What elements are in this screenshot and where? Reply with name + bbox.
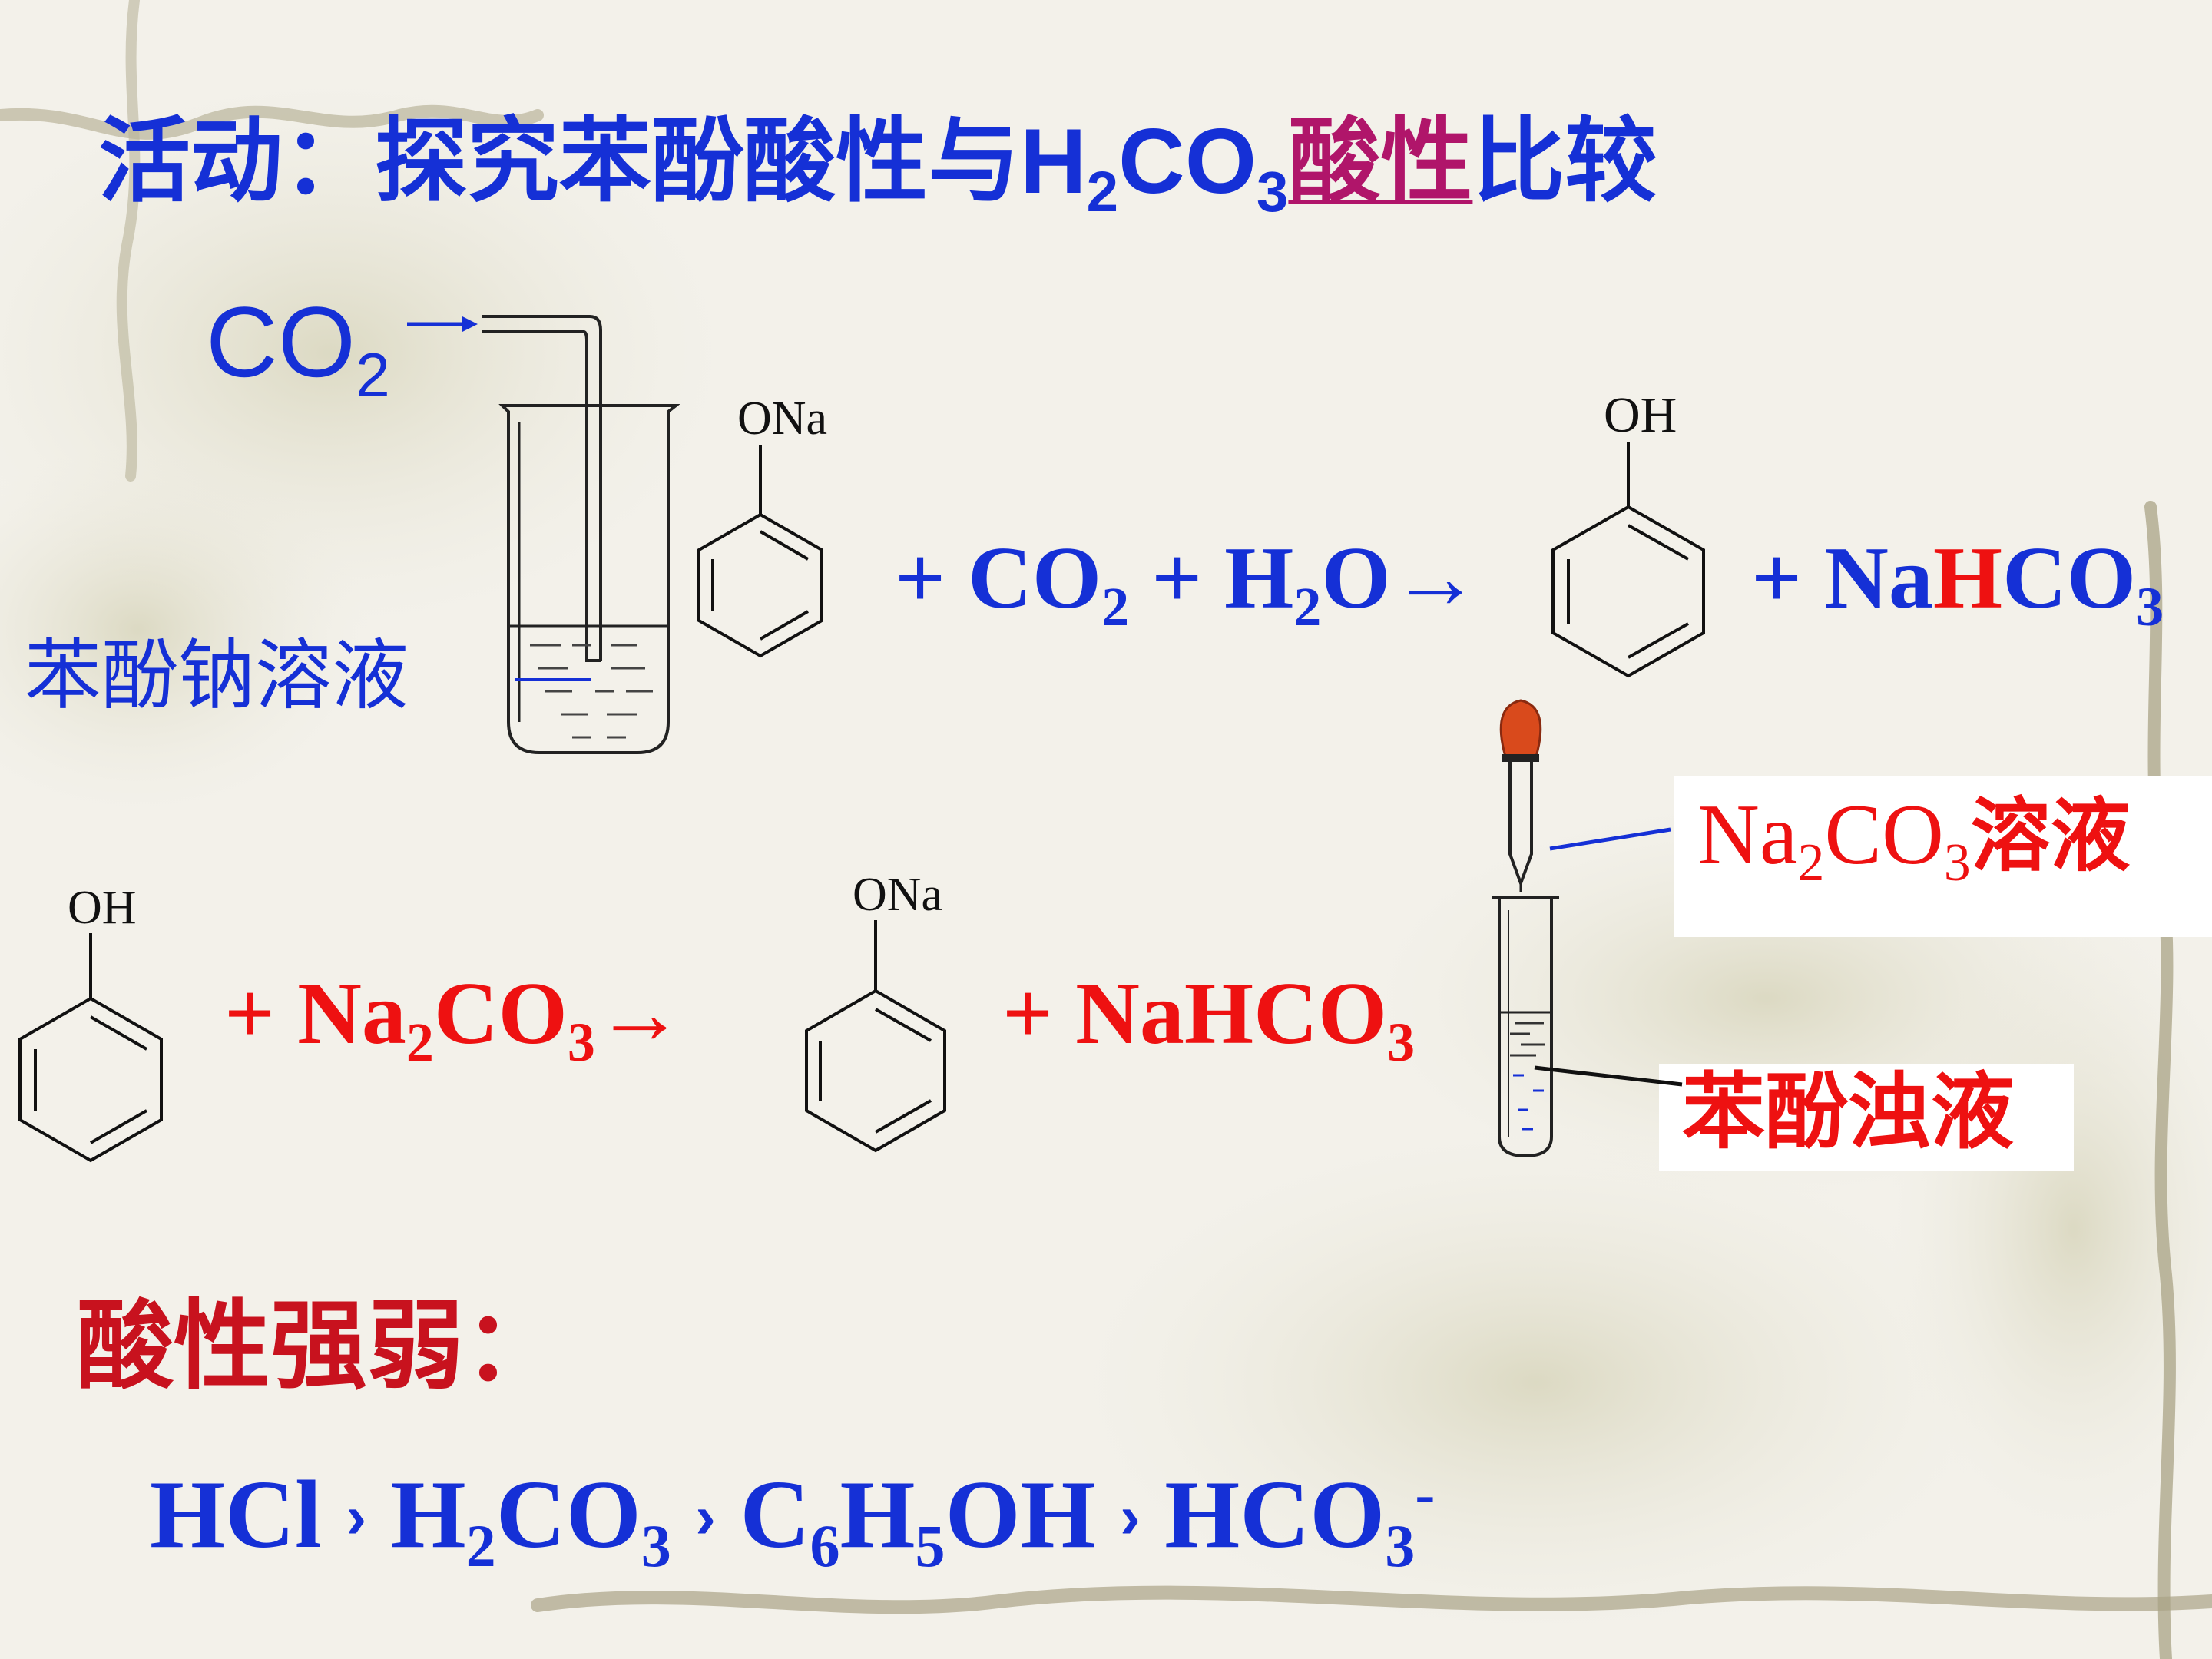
ona-group-label: ONa bbox=[853, 869, 942, 921]
sodium-phenoxide-product-structure: ONa bbox=[805, 869, 946, 1153]
dropper-label-formula: Na2CO3 bbox=[1697, 787, 1971, 889]
equation1-right: + NaHCO3 bbox=[1751, 534, 2164, 634]
eq1-h2o-sub: 2 bbox=[1293, 576, 1322, 637]
dropper-label-na: Na bbox=[1697, 787, 1798, 882]
benzene-ring bbox=[18, 996, 163, 1163]
liquid-dashes bbox=[530, 644, 653, 739]
eq1-na: + Na bbox=[1751, 529, 1933, 628]
equation2-left: + Na2CO3→ bbox=[224, 969, 684, 1070]
equation2-right: + NaHCO3 bbox=[1002, 969, 1415, 1070]
benzene-ring bbox=[697, 512, 823, 658]
dropper-glass bbox=[1508, 762, 1533, 888]
acid-phenol: C6H5OH bbox=[740, 1462, 1096, 1576]
eq2-na: + Na bbox=[224, 965, 406, 1063]
solution-label: 苯酚钠溶液 bbox=[25, 633, 409, 719]
beaker-apparatus bbox=[407, 315, 680, 754]
acid-h2co3-h: H bbox=[390, 1462, 466, 1568]
benzene-ring bbox=[805, 988, 946, 1153]
beaker-outline bbox=[498, 404, 680, 754]
acid-bicarbonate-sub: 3 bbox=[1385, 1512, 1416, 1579]
acid-bicarbonate: HCO3- bbox=[1164, 1460, 1435, 1575]
dropper-label-co: CO bbox=[1824, 787, 1944, 882]
tube-liquid-dashes bbox=[1510, 1022, 1545, 1057]
co2-gas-sub: 2 bbox=[356, 340, 390, 410]
phenol-reactant-structure: OH bbox=[18, 883, 163, 1163]
gas-arrow-head bbox=[462, 316, 478, 332]
conclusion-heading: 酸性强弱： bbox=[77, 1290, 561, 1402]
gas-tube-inner bbox=[482, 330, 601, 662]
phenol-product-structure: OH bbox=[1551, 387, 1705, 678]
gas-tube bbox=[482, 315, 602, 661]
acid-bicarbonate-charge: - bbox=[1415, 1460, 1435, 1528]
eq2-na-sub: 2 bbox=[406, 1012, 434, 1073]
dropper-label-sub1: 2 bbox=[1797, 833, 1825, 893]
eq2-co-sub: 3 bbox=[567, 1012, 595, 1073]
title-formula-sub2: 3 bbox=[1257, 159, 1289, 224]
title-formula-h: H bbox=[1020, 110, 1087, 213]
tube-label: 苯酚浊液 bbox=[1682, 1065, 2015, 1161]
eq2-arrow: → bbox=[594, 965, 684, 1063]
gt-sign-3: › bbox=[1120, 1482, 1141, 1551]
sodium-phenoxide-structure: ONa bbox=[697, 399, 827, 658]
eq1-co-sub: 3 bbox=[2136, 576, 2164, 637]
eq1-h-highlight: H bbox=[1932, 529, 2003, 628]
eq1-h2o: + H bbox=[1151, 529, 1294, 628]
page-title: 活动：探究苯酚酸性与H2CO3酸性比较 bbox=[98, 115, 1657, 220]
acid-hcl: HCl bbox=[150, 1462, 323, 1568]
acid-phenol-h: H bbox=[839, 1462, 916, 1568]
oh-group-label: OH bbox=[1604, 387, 1677, 443]
tube-label-bg bbox=[1659, 1064, 2074, 1171]
title-formula-sub1: 2 bbox=[1086, 159, 1119, 224]
title-formula-co: CO bbox=[1118, 110, 1257, 213]
dropper-pointer bbox=[1549, 827, 1671, 851]
co2-gas-label: CO2 bbox=[206, 292, 390, 406]
dropper-collar bbox=[1502, 754, 1539, 762]
eq1-o-arrow: O→ bbox=[1321, 529, 1480, 628]
acid-phenol-sub1: 6 bbox=[810, 1512, 840, 1579]
dropper-bulb bbox=[1499, 699, 1542, 758]
equation1-left: + CO2 + H2O→ bbox=[895, 534, 1480, 634]
eq1-co: CO bbox=[2002, 529, 2137, 628]
oh-group-label: OH bbox=[68, 883, 137, 934]
eq2-nahco-sub: 3 bbox=[1387, 1012, 1416, 1073]
co2-gas-base: CO bbox=[206, 286, 356, 398]
acid-phenol-oh: OH bbox=[945, 1462, 1096, 1568]
acid-phenol-sub2: 5 bbox=[915, 1512, 945, 1579]
tube-particles bbox=[1513, 1074, 1544, 1131]
acid-h2co3-co: CO bbox=[495, 1462, 641, 1568]
acid-phenol-c: C bbox=[740, 1462, 810, 1568]
title-prefix: 活动：探究苯酚酸性与 bbox=[98, 108, 1020, 215]
eq1-co2: + CO bbox=[895, 529, 1102, 628]
gt-sign-1: › bbox=[346, 1482, 367, 1551]
ona-group-label: ONa bbox=[737, 399, 827, 445]
dropper-label-sub2: 3 bbox=[1943, 833, 1971, 893]
dropper-label-bg bbox=[1674, 776, 2212, 937]
dropper-label: Na2CO3溶液 bbox=[1697, 791, 2131, 889]
tube-pointer bbox=[1534, 1065, 1683, 1087]
test-tube bbox=[1498, 897, 1553, 1158]
acid-h2co3-sub1: 2 bbox=[465, 1512, 496, 1579]
title-formula: H2CO3 bbox=[1020, 110, 1288, 220]
dropper-tube-apparatus bbox=[1492, 699, 1683, 1158]
eq2-co: CO bbox=[433, 965, 568, 1063]
eq1-co2-sub: 2 bbox=[1101, 576, 1130, 637]
dropper-label-suffix: 溶液 bbox=[1970, 789, 2131, 882]
eq2-nahco: + NaHCO bbox=[1002, 965, 1388, 1063]
title-suffix: 比较 bbox=[1472, 108, 1657, 215]
benzene-ring bbox=[1551, 505, 1705, 678]
acid-h2co3-sub2: 3 bbox=[641, 1512, 671, 1579]
acid-bicarbonate-hco: HCO bbox=[1164, 1462, 1386, 1568]
acid-h2co3: H2CO3 bbox=[390, 1462, 671, 1576]
gt-sign-2: › bbox=[695, 1482, 716, 1551]
acidity-order: HCl › H2CO3 › C6H5OH › HCO3- bbox=[150, 1463, 1435, 1575]
title-emphasis: 酸性 bbox=[1288, 108, 1473, 215]
